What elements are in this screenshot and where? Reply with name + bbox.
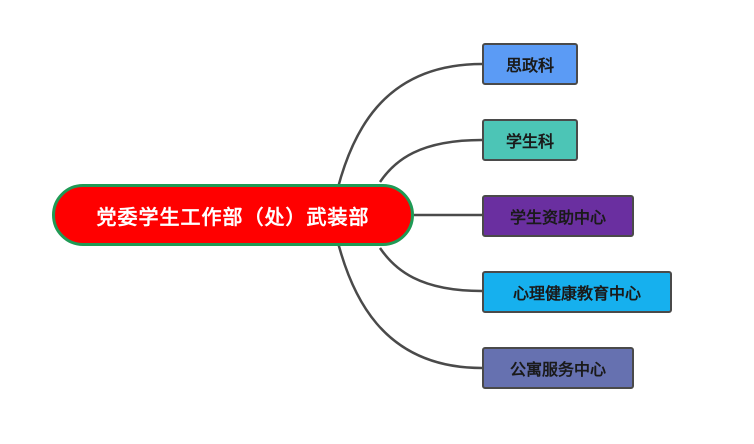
connector-child-1 [378,138,483,183]
connector-child-4 [330,215,483,370]
child-node-mental-health-center[interactable]: 心理健康教育中心 [482,271,672,313]
child-node-student-aid-center[interactable]: 学生资助中心 [482,195,634,237]
connector-child-3 [378,247,483,293]
root-node[interactable]: 党委学生工作部（处）武装部 [52,184,414,246]
child-node-xuesheng-ke[interactable]: 学生科 [482,119,578,161]
connector-child-0 [330,62,483,215]
child-node-sizheng-ke[interactable]: 思政科 [482,43,578,85]
child-node-dormitory-service-center[interactable]: 公寓服务中心 [482,347,634,389]
